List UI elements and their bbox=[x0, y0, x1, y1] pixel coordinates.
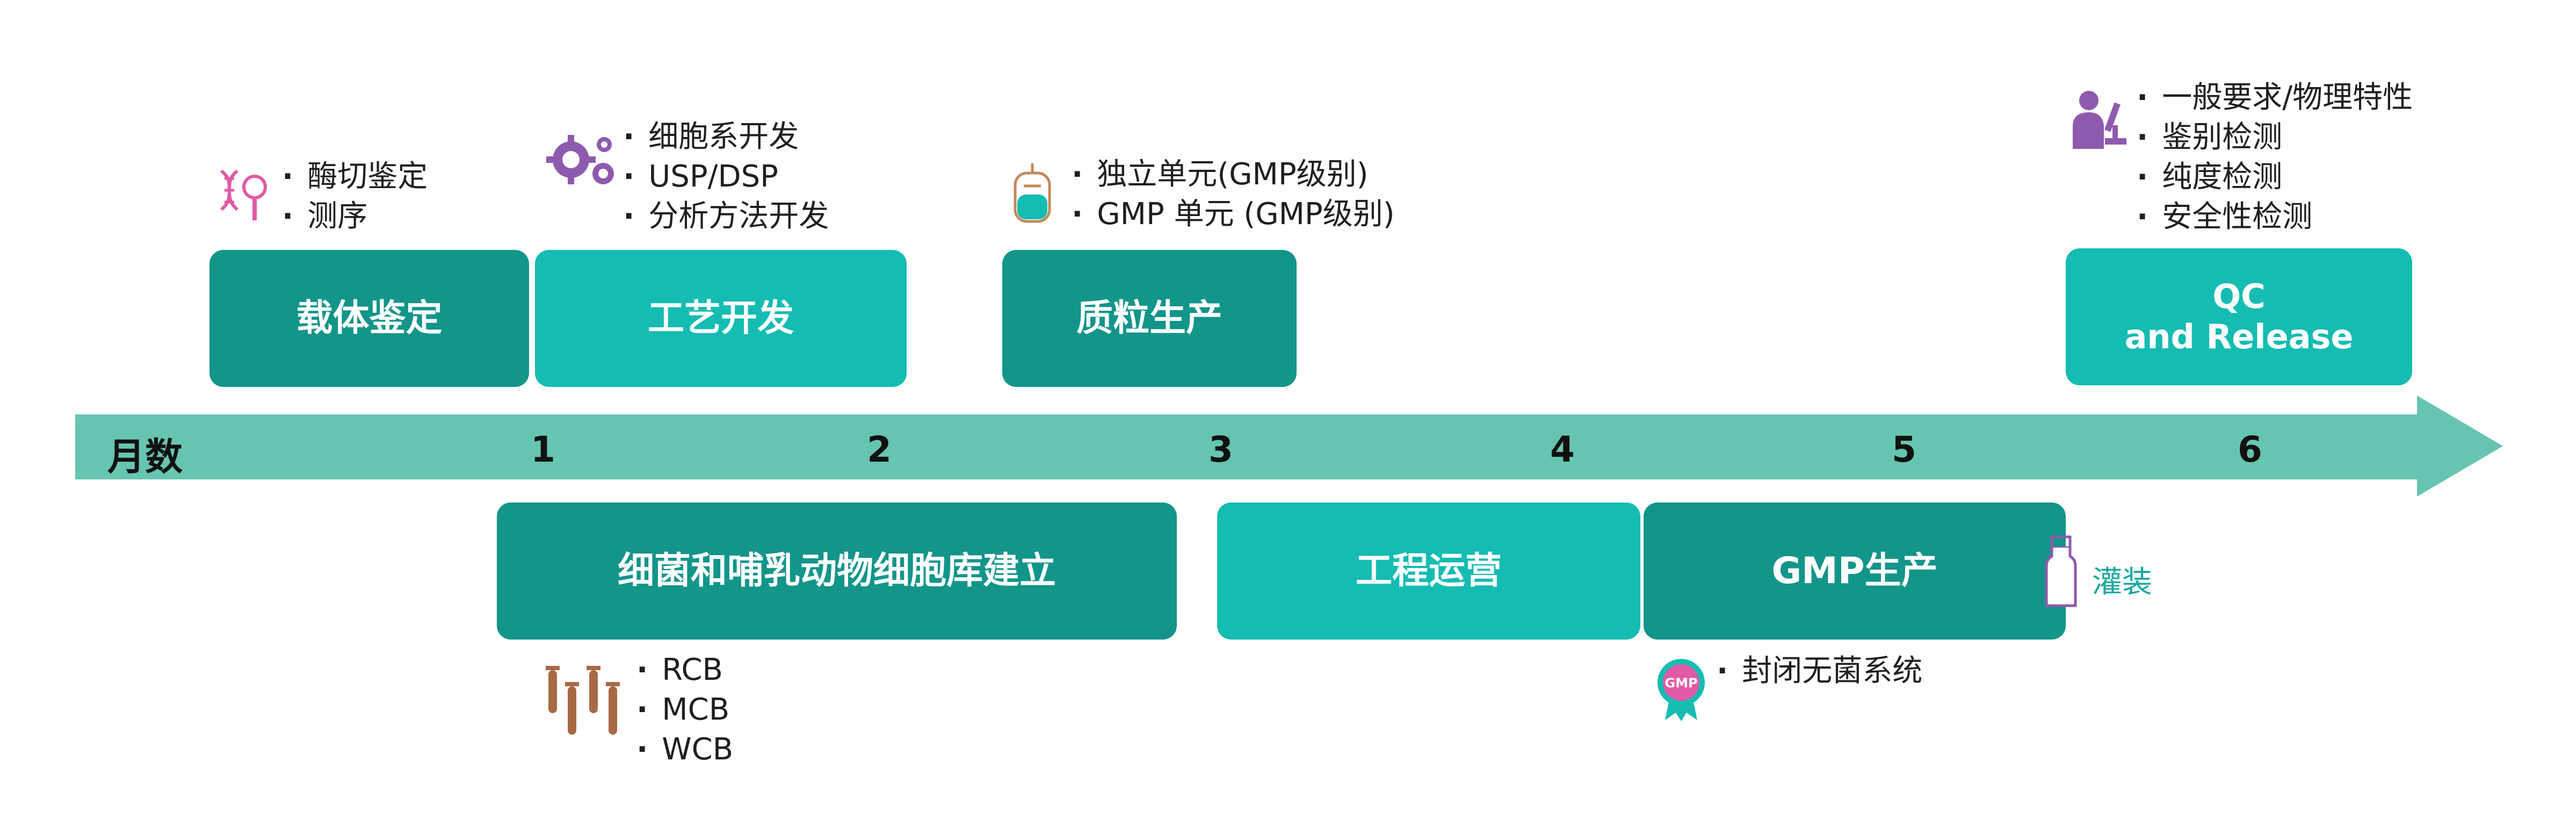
stage-qc-release[interactable]: QC and Release bbox=[2066, 248, 2412, 385]
bullet-item: 独立单元(GMP级别) bbox=[1072, 155, 1395, 195]
bullet-item: 安全性检测 bbox=[2137, 197, 2413, 237]
bullet-item: 纯度检测 bbox=[2137, 157, 2413, 197]
bullet-item: 细胞系开发 bbox=[623, 117, 829, 157]
vector-id-bullets: 酶切鉴定 测序 bbox=[282, 157, 428, 236]
month-2: 2 bbox=[867, 429, 892, 470]
fill-finish-label: 灌装 bbox=[2092, 565, 2152, 600]
stage-label-line1: QC bbox=[2212, 277, 2266, 317]
stage-cell-bank[interactable]: 细菌和哺乳动物细胞库建立 bbox=[497, 502, 1177, 640]
stage-gmp-production[interactable]: GMP生产 bbox=[1644, 502, 2066, 640]
gmp-badge-icon: GMP bbox=[1658, 659, 1705, 721]
scientist-microscope-icon bbox=[2073, 91, 2126, 149]
month-3: 3 bbox=[1209, 429, 1233, 470]
bullet-item: 分析方法开发 bbox=[623, 197, 829, 236]
vial-icon bbox=[2045, 535, 2077, 607]
qc-bullets: 一般要求/物理特性 鉴别检测 纯度检测 安全性检测 bbox=[2137, 78, 2413, 237]
test-tubes-icon bbox=[546, 666, 620, 735]
cell-bank-bullets: RCB MCB WCB bbox=[636, 650, 733, 770]
bullet-item: MCB bbox=[636, 690, 733, 730]
bullet-item: USP/DSP bbox=[623, 157, 829, 197]
stage-process-development[interactable]: 工艺开发 bbox=[535, 250, 907, 387]
month-4: 4 bbox=[1550, 429, 1575, 470]
dna-magnifier-icon bbox=[220, 169, 267, 220]
stage-label: 工艺开发 bbox=[647, 297, 794, 340]
bullet-item: 测序 bbox=[282, 197, 428, 236]
stage-plasmid-production[interactable]: 质粒生产 bbox=[1002, 250, 1297, 387]
stage-label: GMP生产 bbox=[1771, 549, 1938, 592]
gmp-badge-text: GMP bbox=[1665, 676, 1697, 691]
month-6: 6 bbox=[2238, 429, 2262, 470]
stage-label: 细菌和哺乳动物细胞库建立 bbox=[617, 549, 1056, 592]
bullet-item: RCB bbox=[636, 650, 733, 690]
stage-vector-identification[interactable]: 载体鉴定 bbox=[209, 250, 529, 387]
stage-label: 工程运营 bbox=[1355, 549, 1502, 592]
stage-label-line2: and Release bbox=[2124, 317, 2354, 356]
gears-icon bbox=[546, 135, 614, 184]
process-dev-bullets: 细胞系开发 USP/DSP 分析方法开发 bbox=[623, 117, 829, 236]
bullet-item: 酶切鉴定 bbox=[282, 157, 428, 197]
stage-label: 质粒生产 bbox=[1076, 297, 1222, 340]
month-1: 1 bbox=[531, 429, 555, 470]
month-5: 5 bbox=[1892, 429, 1916, 470]
bioreactor-icon bbox=[1014, 163, 1051, 223]
bullet-item: 鉴别检测 bbox=[2137, 118, 2413, 157]
bullet-item: 封闭无菌系统 bbox=[1717, 651, 1922, 691]
axis-label: 月数 bbox=[107, 435, 183, 479]
stage-engineering-run[interactable]: 工程运营 bbox=[1217, 502, 1640, 640]
bullet-item: 一般要求/物理特性 bbox=[2137, 78, 2413, 118]
stage-label: 载体鉴定 bbox=[296, 297, 443, 340]
bullet-item: WCB bbox=[636, 730, 733, 770]
gmp-bullets: 封闭无菌系统 bbox=[1717, 651, 1922, 691]
bullet-item: GMP 单元 (GMP级别) bbox=[1072, 195, 1394, 234]
plasmid-bullets: 独立单元(GMP级别) GMP 单元 (GMP级别) bbox=[1072, 155, 1395, 234]
